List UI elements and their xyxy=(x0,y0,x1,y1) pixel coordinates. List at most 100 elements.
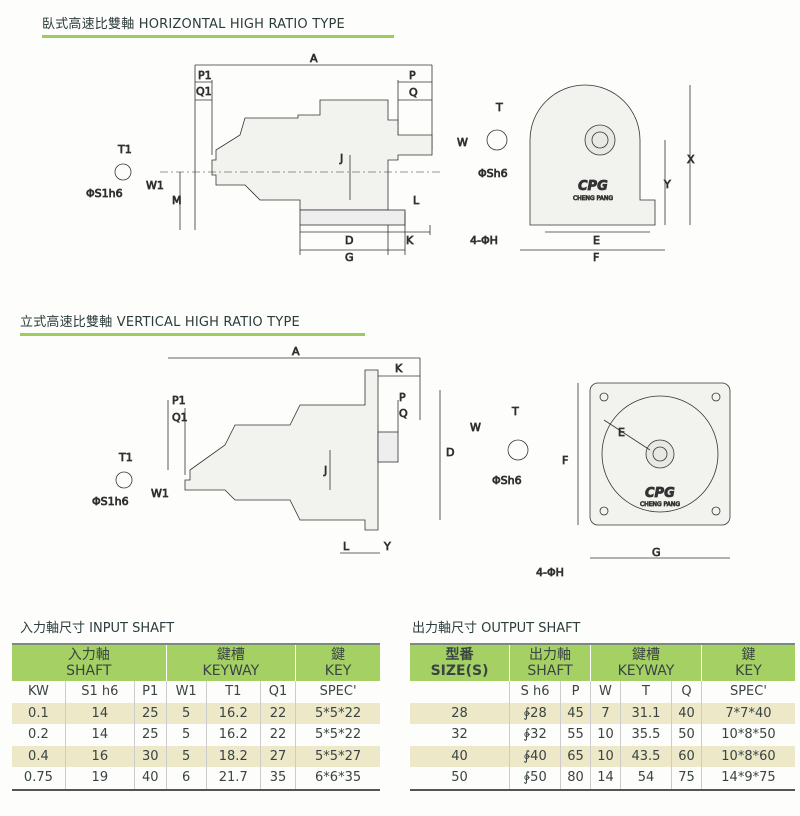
table-cell: 35 xyxy=(260,767,297,790)
table-cell: 10 xyxy=(590,724,621,746)
table-cell: 18.2 xyxy=(206,745,261,767)
dim-label: W1 xyxy=(146,179,164,192)
dim-label: K xyxy=(395,362,403,375)
table-cell: 5*5*22 xyxy=(295,702,380,724)
cpg-logo: CPG xyxy=(645,486,675,501)
group-zh: 鍵槽 xyxy=(631,647,660,663)
table-cell: 10 xyxy=(590,745,621,767)
group-zh: 鍵 xyxy=(741,647,756,663)
title-underline xyxy=(20,333,365,336)
dim-label: P xyxy=(409,69,416,82)
dim-label: K xyxy=(406,234,414,247)
group-en: SHAFT xyxy=(527,663,573,679)
column-header xyxy=(410,681,511,703)
group-zh: 鍵槽 xyxy=(216,647,245,663)
table-cell: 5*5*22 xyxy=(315,727,362,743)
group-en: SIZE(S) xyxy=(430,663,489,679)
table-cell: 45 xyxy=(560,702,591,724)
dim-label: ΦS1h6 xyxy=(92,495,129,508)
table-cell: 16.2 xyxy=(206,724,261,746)
table-cell: 28 xyxy=(410,702,511,724)
table-cell: 54 xyxy=(620,767,673,790)
cpg-logo: CPG xyxy=(578,179,608,194)
group-en: SHAFT xyxy=(66,663,112,679)
vertical-side-view xyxy=(115,357,441,554)
dim-label: Y xyxy=(383,540,391,553)
table-cell: 6*6*35 xyxy=(315,770,362,786)
dim-label: Q1 xyxy=(196,85,212,98)
table-cell: 65 xyxy=(560,745,591,767)
output-shaft-title: 出力軸尺寸 OUTPUT SHAFT xyxy=(412,621,581,636)
group-zh: 入力軸 xyxy=(67,647,110,663)
dim-label: L xyxy=(413,194,420,207)
column-header: T xyxy=(620,681,673,703)
group-zh: 型番 xyxy=(445,647,474,663)
dim-label: T1 xyxy=(118,451,133,464)
table-cell: ∲28 xyxy=(509,702,562,724)
table-cell: 60 xyxy=(671,745,702,767)
table-cell: 10*8*50 xyxy=(721,727,776,743)
table-cell: 25 xyxy=(134,702,167,724)
table-cell: 25 xyxy=(134,724,167,746)
column-header: W1 xyxy=(166,681,207,703)
group-en: KEYWAY xyxy=(202,663,260,679)
dim-label: J xyxy=(339,152,343,165)
table-cell: 22 xyxy=(260,702,297,724)
dim-label: J xyxy=(323,464,327,477)
dim-label: 4-ΦH xyxy=(536,566,564,579)
dim-label: Q xyxy=(399,407,408,420)
column-header: Q xyxy=(671,681,702,703)
table-cell: ∲50 xyxy=(509,767,562,790)
table-cell: 40 xyxy=(134,767,167,790)
dim-label: Q1 xyxy=(172,411,188,424)
column-header: Q1 xyxy=(260,681,297,703)
column-header: SPEC' xyxy=(319,684,357,700)
dim-label: Y xyxy=(663,178,671,191)
table-cell: 14 xyxy=(590,767,621,790)
table-cell: ∲40 xyxy=(509,745,562,767)
dim-label: T xyxy=(511,405,519,418)
table-cell: 75 xyxy=(671,767,702,790)
table-cell: 40 xyxy=(410,745,511,767)
dim-label: D xyxy=(345,234,353,247)
table-cell: 21.7 xyxy=(206,767,261,790)
group-zh: 鍵 xyxy=(331,647,346,663)
table-cell: 35.5 xyxy=(620,724,673,746)
table-cell: 19 xyxy=(65,767,135,790)
column-header: P xyxy=(560,681,591,703)
dim-label: M xyxy=(172,194,182,207)
table-cell: 16 xyxy=(65,745,135,767)
group-en: KEY xyxy=(735,663,762,679)
dim-label: G xyxy=(345,251,354,264)
dim-label: 4-ΦH xyxy=(470,234,498,247)
dim-label: F xyxy=(562,454,568,467)
dim-label: W xyxy=(470,421,481,434)
group-en: KEYWAY xyxy=(617,663,675,679)
table-cell: 0.2 xyxy=(12,724,66,746)
logo-company-name: CHENG PANG xyxy=(573,195,613,202)
column-header: W xyxy=(590,681,621,703)
table-cell: 5 xyxy=(166,702,207,724)
table-cell: 22 xyxy=(260,724,297,746)
table-cell: 6 xyxy=(166,767,207,790)
dim-label: P1 xyxy=(172,394,186,407)
dim-label: P xyxy=(399,391,406,404)
table-cell: 80 xyxy=(560,767,591,790)
table-cell: 7 xyxy=(590,702,621,724)
column-header: SPEC' xyxy=(729,684,767,700)
dim-label: ΦSh6 xyxy=(492,474,522,487)
